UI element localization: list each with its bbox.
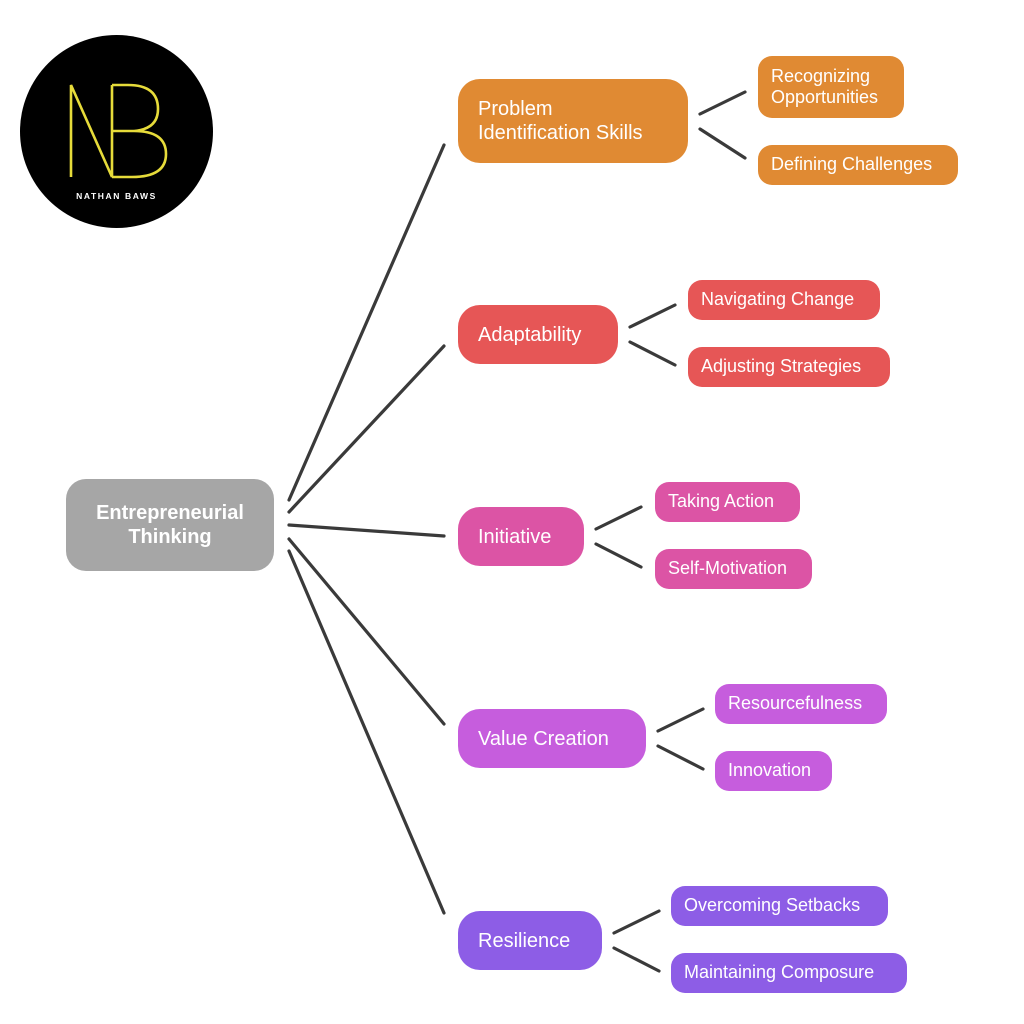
- logo-brand-name: NATHAN BAWS: [76, 191, 157, 201]
- leaf-label: Navigating Change: [701, 289, 855, 310]
- connector-resilience-to-maintaining: [612, 946, 661, 973]
- connector-problem-to-defining: [698, 127, 747, 160]
- nathan-baws-logo: NATHAN BAWS: [20, 35, 213, 228]
- root-label: Entrepreneurial Thinking: [96, 502, 244, 548]
- branch-adaptability: Adaptability: [458, 305, 618, 364]
- leaf-innovation: Innovation: [715, 751, 832, 791]
- leaf-label: Recognizing Opportunities: [771, 66, 879, 107]
- leaf-label: Self-Motivation: [668, 558, 788, 579]
- leaf-label: Maintaining Composure: [684, 962, 875, 983]
- leaf-self-motivation: Self-Motivation: [655, 549, 812, 589]
- leaf-taking-action: Taking Action: [655, 482, 800, 522]
- branch-value-creation: Value Creation: [458, 709, 646, 768]
- connector-root-initiative: [287, 523, 446, 538]
- connector-root-value-creation: [287, 537, 446, 726]
- leaf-label: Innovation: [728, 760, 812, 781]
- connector-root-resilience: [287, 549, 446, 915]
- leaf-label: Defining Challenges: [771, 154, 933, 175]
- connector-problem-to-recognizing: [698, 90, 747, 116]
- connector-value-to-resourcefulness: [656, 707, 705, 733]
- nb-monogram-icon: NATHAN BAWS: [69, 83, 168, 201]
- branch-label: Initiative: [478, 525, 552, 548]
- leaf-defining-challenges: Defining Challenges: [758, 145, 958, 185]
- leaf-label: Overcoming Setbacks: [684, 895, 861, 916]
- leaf-label: Adjusting Strategies: [701, 356, 862, 377]
- leaf-adjusting-strategies: Adjusting Strategies: [688, 347, 890, 387]
- connector-root-problem-identification: [287, 143, 446, 502]
- connector-adaptability-to-navigating: [628, 303, 677, 329]
- branch-label: Problem Identification Skills: [478, 98, 643, 144]
- root-node: Entrepreneurial Thinking: [66, 479, 274, 571]
- branch-initiative: Initiative: [458, 507, 584, 566]
- leaf-label: Taking Action: [668, 491, 775, 512]
- connector-root-adaptability: [287, 344, 446, 514]
- leaf-overcoming-setbacks: Overcoming Setbacks: [671, 886, 888, 926]
- connector-initiative-to-self-motivation: [594, 542, 643, 569]
- branch-label: Resilience: [478, 929, 571, 952]
- branch-label: Value Creation: [478, 727, 609, 750]
- leaf-recognizing-opportunities: Recognizing Opportunities: [758, 56, 904, 118]
- branch-label: Adaptability: [478, 323, 582, 346]
- connector-resilience-to-overcoming: [612, 909, 661, 935]
- branch-resilience: Resilience: [458, 911, 602, 970]
- leaf-label: Resourcefulness: [728, 693, 863, 714]
- branch-problem-identification: Problem Identification Skills: [458, 79, 688, 163]
- connector-initiative-to-taking-action: [594, 505, 643, 531]
- connector-value-to-innovation: [656, 744, 705, 771]
- leaf-navigating-change: Navigating Change: [688, 280, 880, 320]
- leaf-resourcefulness: Resourcefulness: [715, 684, 887, 724]
- leaf-maintaining-composure: Maintaining Composure: [671, 953, 907, 993]
- connector-adaptability-to-adjusting: [628, 340, 677, 367]
